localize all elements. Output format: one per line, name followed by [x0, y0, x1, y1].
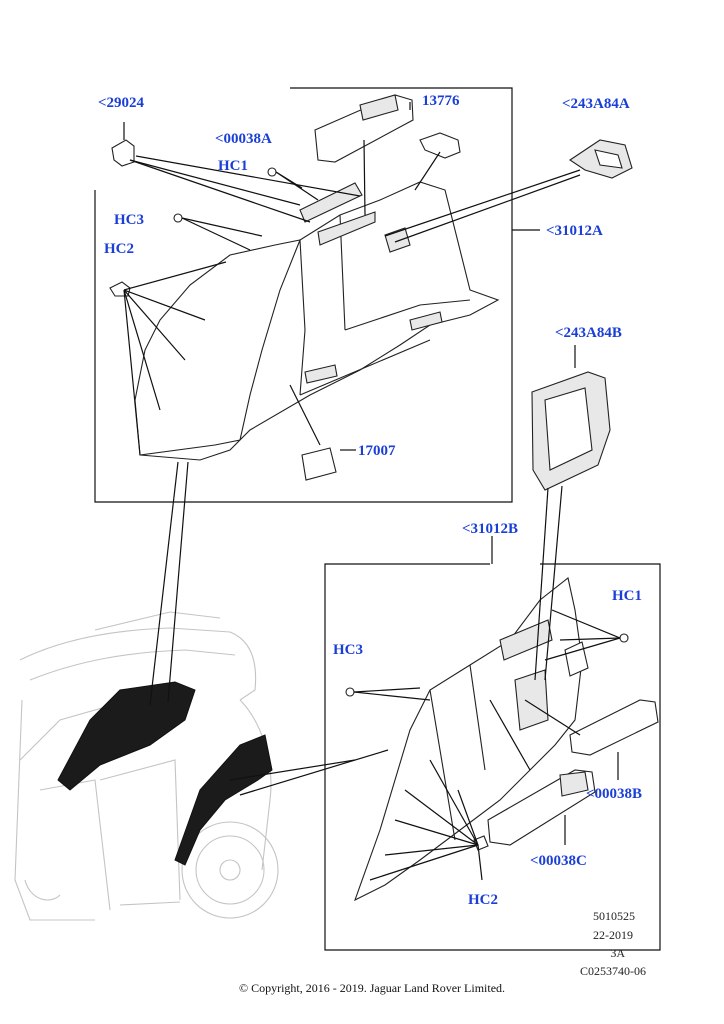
leader-lines-top	[123, 102, 581, 456]
vent-grille-243a84a	[569, 139, 633, 179]
fastener-hc1-top	[267, 167, 277, 177]
callout-00038b: <00038B	[586, 786, 642, 802]
bracket-00038c	[487, 769, 596, 846]
callout-hc3-bottom: HC3	[333, 642, 363, 658]
leader-top-to-vehicle	[149, 461, 179, 706]
reference-revision: 3A	[610, 946, 625, 960]
callout-243a84b: <243A84B	[555, 325, 622, 341]
reference-date: 22-2019	[593, 928, 633, 942]
vehicle-trim-highlight	[57, 681, 273, 866]
callout-hc1-top: HC1	[218, 158, 248, 174]
callout-00038a: <00038A	[215, 131, 272, 147]
bracket-00038b	[569, 699, 659, 756]
leader-top-to-vehicle-2	[167, 461, 189, 703]
fastener-hc1-bottom	[619, 633, 629, 643]
panel-17007	[301, 447, 337, 481]
callout-hc2-bottom: HC2	[468, 892, 498, 908]
fastener-hc3-bottom	[345, 687, 355, 697]
bracket-13776	[419, 132, 461, 159]
top-assembly-frame	[94, 87, 513, 503]
leader-bottom-to-vehicle-2	[239, 749, 389, 796]
fastener-hc3-top	[173, 213, 183, 223]
callout-hc1-bottom: HC1	[612, 588, 642, 604]
callout-243a84a: <243A84A	[562, 96, 630, 112]
bottom-assembly-frame	[324, 563, 661, 951]
leader-lines-bottom	[353, 485, 621, 881]
fastener-hc2-bottom	[473, 835, 489, 851]
quarter-panel-lower	[134, 239, 301, 456]
callout-00038c: <00038C	[530, 853, 587, 869]
bracket-00038a	[314, 94, 414, 163]
callout-hc2-top: HC2	[104, 241, 134, 257]
callout-31012b: <31012B	[462, 521, 518, 537]
clip-29024	[111, 122, 135, 167]
copyright-text: © Copyright, 2016 - 2019. Jaguar Land Ro…	[239, 981, 505, 995]
callout-31012a: <31012A	[546, 223, 603, 239]
leader-bottom-to-vehicle	[229, 759, 356, 781]
callout-17007: 17007	[358, 443, 396, 459]
vehicle-illustration	[14, 611, 279, 921]
reference-number: 5010525	[593, 909, 635, 923]
trim-panel-31012b	[354, 577, 589, 902]
vent-grille-243a84b	[531, 345, 611, 491]
callout-29024: <29024	[98, 95, 145, 111]
reference-code: C0253740-06	[580, 964, 646, 978]
callout-13776: 13776	[422, 93, 460, 109]
callout-hc3-top: HC3	[114, 212, 144, 228]
